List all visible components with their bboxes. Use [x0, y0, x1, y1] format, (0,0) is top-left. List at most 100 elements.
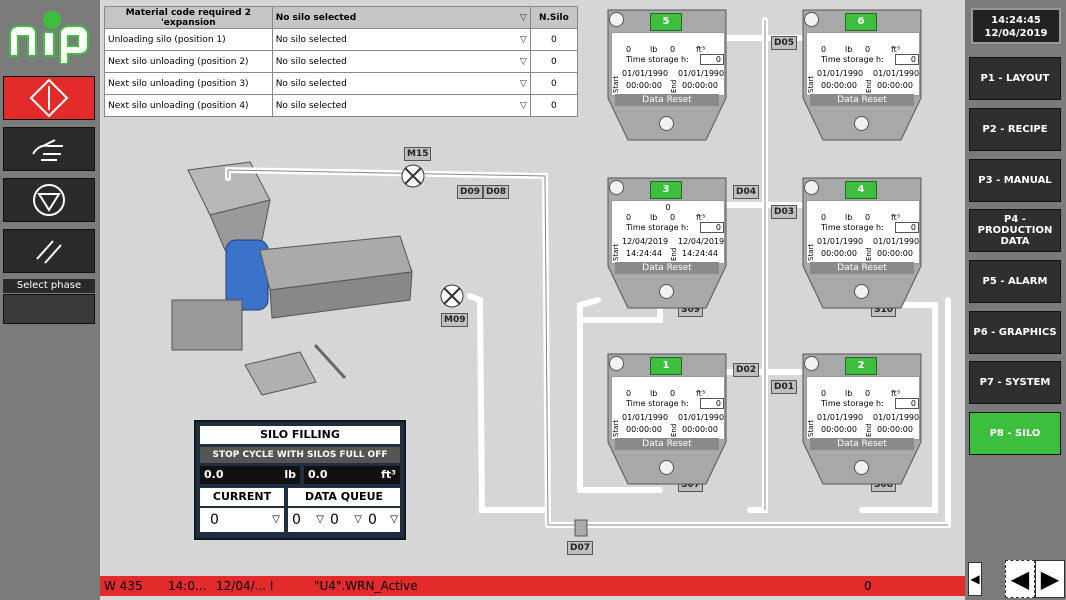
silo-weight-unit: lb — [845, 389, 853, 398]
phase-selector[interactable] — [3, 294, 95, 324]
nav-p6-graphics[interactable]: P6 - GRAPHICS — [969, 311, 1061, 354]
alarm-status-bar[interactable]: W 435 14:0... 12/04/... I "U4".WRN_Activ… — [100, 576, 965, 596]
start-date: 01/01/1990 — [817, 237, 864, 246]
silo-6[interactable]: 6 0 lb 0 ft³ Time storage h: 0 Start 01/… — [801, 8, 923, 154]
dropdown-arrow-icon: ▽ — [390, 514, 398, 525]
silo-volume: 0 — [865, 45, 871, 54]
dropdown-arrow-icon: ▽ — [519, 12, 527, 23]
volume-unit: ft³ — [381, 468, 396, 481]
nav-p1-layout[interactable]: P1 - LAYOUT — [969, 57, 1061, 100]
start-cycle-button[interactable] — [3, 76, 95, 120]
silo-top-lamp-icon — [804, 12, 819, 27]
clock-date: 12/04/2019 — [984, 28, 1048, 39]
alarm-count: 0 — [864, 579, 872, 593]
time-storage-label: Time storage h: — [821, 223, 884, 232]
end-time: 14:24:44 — [682, 249, 718, 258]
silo-info-panel: 0 lb 0 ft³ Time storage h: 0 Start 01/01… — [806, 376, 920, 440]
nav-p8-silo[interactable]: P8 - SILO — [969, 412, 1061, 455]
queue-select-2[interactable]: 0▽ — [326, 508, 364, 532]
pipe-network-diagram — [171, 17, 951, 537]
tag-d07: D07 — [567, 541, 593, 555]
queue-select-3[interactable]: 0▽ — [364, 508, 400, 532]
silo-number: 0 — [529, 28, 579, 51]
data-reset-button[interactable]: Data Reset — [810, 94, 914, 106]
silo-volume: 0 — [865, 213, 871, 222]
nav-p5-alarm[interactable]: P5 - ALARM — [969, 260, 1061, 303]
silo-number-badge: 1 — [650, 357, 682, 375]
data-reset-button[interactable]: Data Reset — [615, 94, 719, 106]
silo-top-lamp-icon — [804, 180, 819, 195]
silo-bottom-lamp-icon — [854, 284, 869, 299]
table-header-row: Material code required 2 'expansion No s… — [104, 6, 579, 29]
manual-mode-button[interactable] — [3, 127, 95, 171]
alarm-time: 14:0... — [168, 579, 207, 593]
stop-triangle-icon — [33, 184, 65, 216]
silo-select-dropdown[interactable]: No silo selected▽ — [271, 50, 531, 73]
table-row: Next silo unloading (position 3) No silo… — [104, 72, 579, 95]
nav-p2-recipe[interactable]: P2 - RECIPE — [969, 108, 1061, 151]
silo-number-badge: 2 — [845, 357, 877, 375]
current-silo-select[interactable]: 0▽ — [200, 508, 284, 532]
silo-2[interactable]: 2 0 lb 0 ft³ Time storage h: 0 Start 01/… — [801, 352, 923, 498]
row-label: Next silo unloading (position 3) — [104, 72, 273, 95]
header-silo-select[interactable]: No silo selected▽ — [271, 6, 531, 29]
nav-p3-manual[interactable]: P3 - MANUAL — [969, 159, 1061, 202]
silo-info-panel: 0 lb 0 ft³ Time storage h: 0 Start 01/01… — [611, 376, 725, 440]
time-storage-label: Time storage h: — [626, 399, 689, 408]
silo-1[interactable]: 1 0 lb 0 ft³ Time storage h: 0 Start 01/… — [606, 352, 728, 498]
end-label: End — [865, 423, 873, 437]
queue-select-1[interactable]: 0▽ — [288, 508, 326, 532]
silo-volume-unit: ft³ — [696, 389, 706, 398]
page-next-button[interactable]: ▶ — [1035, 560, 1065, 598]
stop-cycle-button[interactable]: STOP CYCLE WITH SILOS FULL OFF — [200, 447, 400, 463]
weight-value: 0.0 — [204, 468, 224, 481]
current-header: CURRENT — [200, 488, 284, 506]
end-time: 00:00:00 — [877, 81, 913, 90]
dropdown-arrow-icon: ▽ — [519, 78, 527, 89]
silo-bottom-lamp-icon — [854, 116, 869, 131]
silo-3[interactable]: 3 0 0 lb 0 ft³ Time storage h: 0 Start 1… — [606, 176, 728, 322]
start-label: Start — [807, 419, 815, 437]
tag-d01: D01 — [771, 380, 797, 394]
silo-5[interactable]: 5 0 lb 0 ft³ Time storage h: 0 Start 01/… — [606, 8, 728, 154]
row-label: Unloading silo (position 1) — [104, 28, 273, 51]
nav-p7-system[interactable]: P7 - SYSTEM — [969, 361, 1061, 404]
table-row: Next silo unloading (position 4) No silo… — [104, 94, 579, 117]
stop-button[interactable] — [3, 178, 95, 222]
start-date: 12/04/2019 — [622, 237, 669, 246]
row-label: Next silo unloading (position 4) — [104, 94, 273, 117]
data-reset-button[interactable]: Data Reset — [615, 262, 719, 274]
slash-icon — [36, 240, 62, 264]
row-label: Next silo unloading (position 2) — [104, 50, 273, 73]
time-storage-value: 0 — [700, 398, 724, 409]
page-prev-button[interactable]: ◀ — [1005, 560, 1035, 598]
end-time: 00:00:00 — [682, 425, 718, 434]
time-storage-value: 0 — [895, 398, 919, 409]
silo-volume-unit: ft³ — [891, 389, 901, 398]
select-phase-label: Select phase — [3, 279, 95, 293]
end-label: End — [670, 79, 678, 93]
silo-volume: 0 — [865, 389, 871, 398]
silo-bottom-lamp-icon — [659, 460, 674, 475]
data-reset-button[interactable]: Data Reset — [615, 438, 719, 450]
silo-select-dropdown[interactable]: No silo selected▽ — [271, 94, 531, 117]
start-date: 01/01/1990 — [622, 69, 669, 78]
scroll-left-small-button[interactable]: ◀ — [968, 562, 982, 596]
header-material-code: Material code required 2 'expansion — [104, 6, 273, 29]
pause-button[interactable] — [3, 229, 95, 273]
silo-bottom-lamp-icon — [659, 284, 674, 299]
tag-d02: D02 — [733, 363, 759, 377]
data-reset-button[interactable]: Data Reset — [810, 262, 914, 274]
silo-select-dropdown[interactable]: No silo selected▽ — [271, 72, 531, 95]
silo-4[interactable]: 4 0 lb 0 ft³ Time storage h: 0 Start 01/… — [801, 176, 923, 322]
silo-top-lamp-icon — [609, 180, 624, 195]
start-date: 01/01/1990 — [622, 413, 669, 422]
nav-p4-production-data[interactable]: P4 - PRODUCTION DATA — [969, 209, 1061, 252]
dropdown-arrow-icon: ▽ — [316, 514, 324, 525]
data-reset-button[interactable]: Data Reset — [810, 438, 914, 450]
silo-volume-unit: ft³ — [696, 45, 706, 54]
expander-machine-illustration — [171, 161, 413, 396]
silo-weight-unit: lb — [650, 45, 658, 54]
dropdown-arrow-icon: ▽ — [354, 514, 362, 525]
start-date: 01/01/1990 — [817, 413, 864, 422]
